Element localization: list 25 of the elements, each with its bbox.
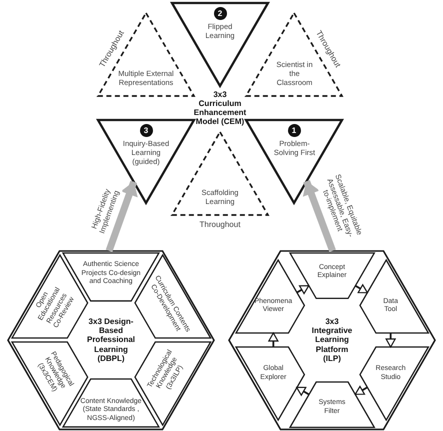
hexagon-title: 3x3 Integrative Learning Platform (ILP)	[311, 316, 353, 363]
arrow	[386, 333, 396, 348]
side-label: Throughout	[200, 220, 240, 230]
number-badge: 2	[214, 7, 226, 20]
hexagon-segment	[358, 344, 430, 422]
hexagon-title: 3x3 Design-Based Professional Learning (DBPL)	[86, 316, 136, 363]
arrow	[354, 284, 368, 294]
arrow	[268, 332, 278, 347]
arrow	[296, 386, 310, 396]
hexagon-segment	[234, 344, 306, 422]
arrow	[296, 284, 310, 294]
dashed-triangle	[96, 11, 196, 98]
dashed-triangle	[170, 130, 270, 217]
number-badge: 3	[140, 124, 152, 137]
block-arrow	[106, 180, 138, 252]
hexagon-segment	[234, 258, 306, 335]
hexagon	[227, 248, 437, 431]
arrow	[354, 386, 368, 396]
hexagon	[6, 248, 216, 431]
dashed-triangle	[244, 11, 344, 98]
block-arrow	[302, 180, 336, 252]
hexagon-segment	[358, 258, 430, 335]
number-badge: 1	[288, 124, 300, 137]
hexagon-segment	[288, 380, 376, 429]
model-title: 3x3 Curriculum Enhancement Model (CEM)	[193, 90, 247, 126]
